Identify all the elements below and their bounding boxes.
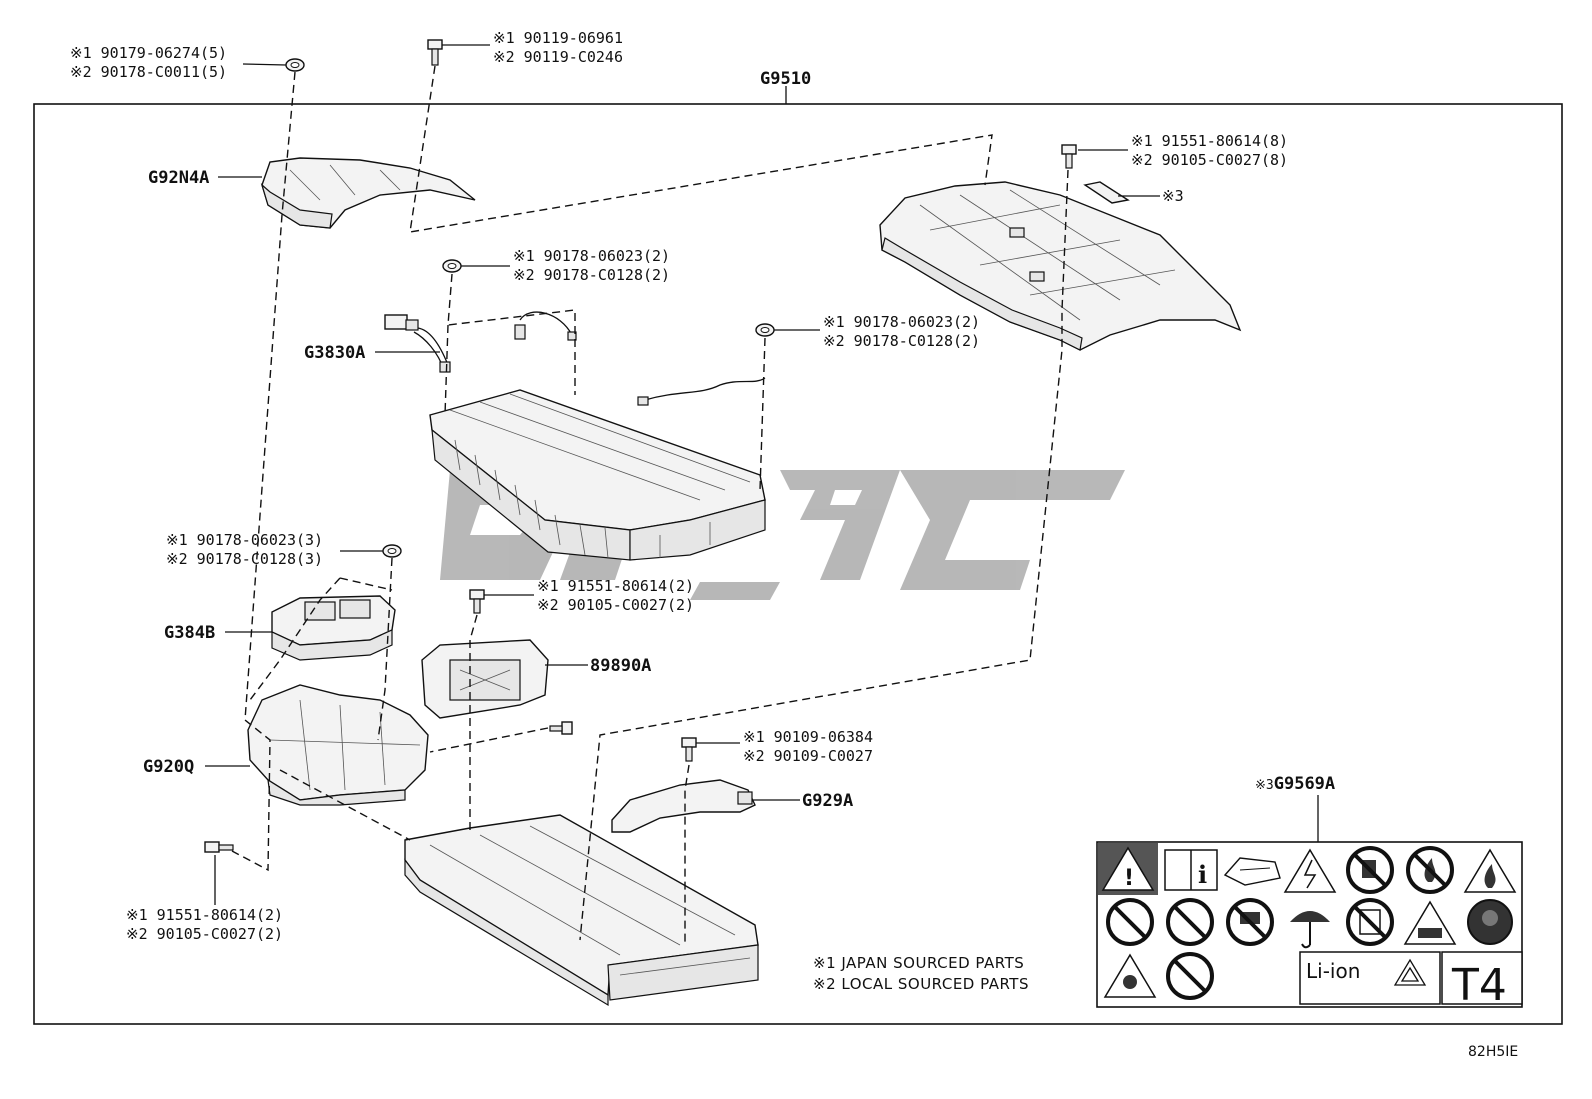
label-89890a: 89890A <box>590 656 651 676</box>
callout-bolt-bracket: ※1 90109-06384 ※2 90109-C0027 <box>743 728 873 765</box>
warning-label-panel[interactable]: ! i <box>1096 841 1523 1011</box>
svg-text:※1 90119-06961: ※1 90119-06961 <box>493 29 623 47</box>
diagram-id: 82H5IE <box>1468 1044 1518 1060</box>
bracket-g920q[interactable] <box>247 684 429 806</box>
legend: ※1 JAPAN SOURCED PARTS ※2 LOCAL SOURCED … <box>813 954 1029 993</box>
callout-bolt-ecu: ※1 91551-80614(2) ※2 90105-C0027(2) <box>537 577 694 614</box>
battery-upper-cover[interactable] <box>879 181 1242 351</box>
t4-text: T4 <box>1451 960 1507 1011</box>
svg-text:※2 90105-C0027(2): ※2 90105-C0027(2) <box>537 596 694 614</box>
screw-icon[interactable] <box>549 721 573 735</box>
svg-text:※2 90105-C0027(8): ※2 90105-C0027(8) <box>1131 151 1288 169</box>
battery-module-stack[interactable] <box>429 389 766 561</box>
callout-caution-tag: ※3 <box>1162 187 1184 205</box>
flammable-icon <box>1463 848 1517 893</box>
callout-bolt-cover: ※1 91551-80614(8) ※2 90105-C0027(8) <box>1131 132 1288 169</box>
svg-text:※2 90105-C0027(2): ※2 90105-C0027(2) <box>126 925 283 943</box>
svg-text:※1 90178-06023(2): ※1 90178-06023(2) <box>513 247 670 265</box>
nut-icon[interactable] <box>382 544 402 558</box>
no-fire-icon <box>1406 846 1454 894</box>
svg-text:i: i <box>1198 860 1207 889</box>
bolt-icon[interactable] <box>204 841 234 853</box>
keep-dry-icon <box>1290 911 1330 949</box>
svg-text:※2 90178-C0128(2): ※2 90178-C0128(2) <box>823 332 980 350</box>
label-g92n4a: G92N4A <box>148 168 209 188</box>
leader-lines <box>205 44 1319 905</box>
junction-block-g384b[interactable] <box>271 595 396 661</box>
callout-nut-block: ※1 90178-06023(3) ※2 90178-C0128(3) <box>166 531 323 568</box>
no-crush-icon <box>1226 898 1274 946</box>
callout-nut-top-left: ※1 90179-06274(5) ※2 90178-C0011(5) <box>70 44 227 81</box>
bracket-g929a[interactable] <box>611 779 756 833</box>
svg-text:※1 90179-06274(5): ※1 90179-06274(5) <box>70 44 227 62</box>
label-g384b: G384B <box>164 623 215 643</box>
li-ion-text: Li-ion <box>1306 959 1360 983</box>
bolt-icon[interactable] <box>469 589 485 614</box>
svg-text:※2 90119-C0246: ※2 90119-C0246 <box>493 48 623 66</box>
no-disassemble-icon <box>1106 898 1154 946</box>
svg-text:※1 JAPAN SOURCED PARTS: ※1 JAPAN SOURCED PARTS <box>813 954 1024 972</box>
manual-book-icon: i <box>1164 849 1218 891</box>
svg-text:※2 LOCAL SOURCED PARTS: ※2 LOCAL SOURCED PARTS <box>813 975 1029 993</box>
svg-text:※1 90178-06023(2): ※1 90178-06023(2) <box>823 313 980 331</box>
warning-triangle-icon <box>1101 846 1155 891</box>
assembly-code: G9510 <box>760 69 811 89</box>
svg-text:!: ! <box>1124 866 1134 891</box>
callout-nut-right: ※1 90178-06023(2) ※2 90178-C0128(2) <box>823 313 980 350</box>
label-g920q: G920Q <box>143 757 194 777</box>
svg-text:※1 90178-06023(3): ※1 90178-06023(3) <box>166 531 323 549</box>
label-g929a: G929A <box>802 791 853 811</box>
bolt-icon[interactable] <box>427 39 443 66</box>
corrosive-icon <box>1403 900 1457 945</box>
protective-gear-icon <box>1467 899 1513 945</box>
svg-text:※2 90109-C0027: ※2 90109-C0027 <box>743 747 873 765</box>
nut-icon[interactable] <box>285 58 305 72</box>
svg-text:※2 90178-C0128(3): ※2 90178-C0128(3) <box>166 550 323 568</box>
svg-text:※2 90178-C0128(2): ※2 90178-C0128(2) <box>513 266 670 284</box>
li-ion-recycle-box: Li-ion <box>1299 951 1441 1005</box>
svg-text:※1 91551-80614(8): ※1 91551-80614(8) <box>1131 132 1288 150</box>
no-touch-icon <box>1346 846 1394 894</box>
nut-icon[interactable] <box>755 323 775 337</box>
wire-harness-g3830a[interactable] <box>384 311 766 406</box>
svg-text:※2 90178-C0011(5): ※2 90178-C0011(5) <box>70 63 227 81</box>
caution-label-tag[interactable] <box>1083 181 1130 204</box>
svg-text:※1 91551-80614(2): ※1 91551-80614(2) <box>126 906 283 924</box>
high-voltage-icon <box>1283 848 1337 893</box>
read-manual-icon <box>1223 857 1281 886</box>
assembly-frame <box>33 103 1563 1025</box>
no-dispose-icon <box>1346 898 1394 946</box>
callout-bolt-bottom-left: ※1 91551-80614(2) ※2 90105-C0027(2) <box>126 906 283 943</box>
callout-nut-mid: ※1 90178-06023(2) ※2 90178-C0128(2) <box>513 247 670 284</box>
callout-bolt-top: ※1 90119-06961 ※2 90119-C0246 <box>493 29 623 66</box>
svg-text:※1 91551-80614(2): ※1 91551-80614(2) <box>537 577 694 595</box>
label-g9569a: ※3G9569A <box>1255 774 1335 794</box>
assembly-lines <box>231 65 1069 945</box>
nut-icon[interactable] <box>442 259 462 273</box>
explosive-icon <box>1103 953 1157 998</box>
bolt-icon[interactable] <box>1061 144 1077 169</box>
bolt-icon[interactable] <box>681 737 697 762</box>
battery-tray[interactable] <box>404 814 759 1007</box>
svg-text:※1 90109-06384: ※1 90109-06384 <box>743 728 873 746</box>
battery-ecu-89890a[interactable] <box>421 639 549 719</box>
cover-piece-g92n4a[interactable] <box>260 157 476 229</box>
label-g3830a: G3830A <box>304 343 365 363</box>
no-cut-icon <box>1166 898 1214 946</box>
recycle-icon <box>1393 958 1427 986</box>
keep-away-children-icon <box>1166 952 1214 1000</box>
